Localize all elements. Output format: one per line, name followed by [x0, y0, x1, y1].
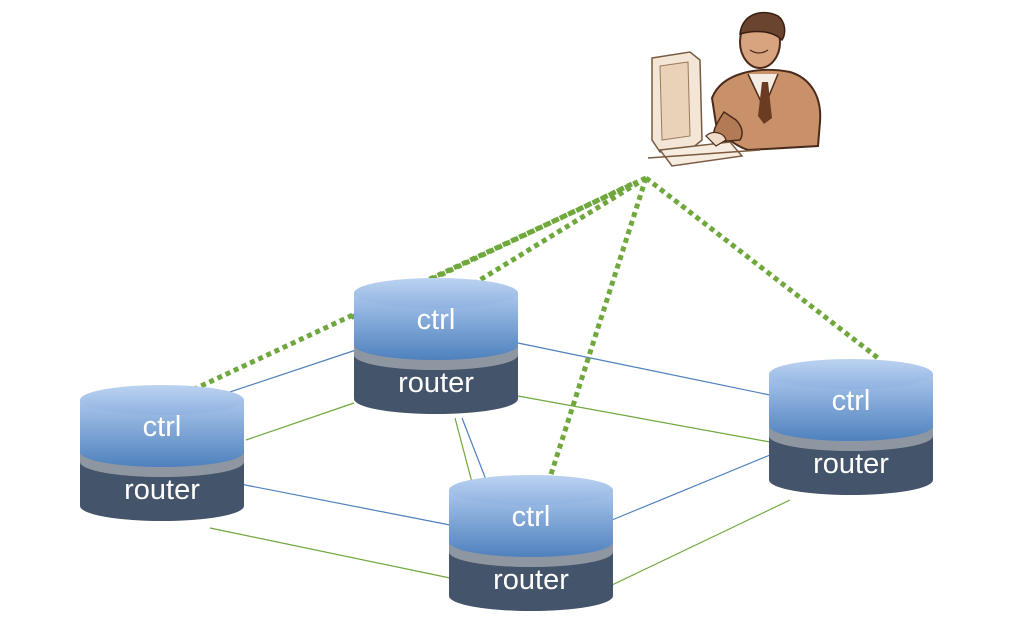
data-link-n1-n2	[245, 402, 355, 441]
router-label: router	[398, 367, 474, 399]
node-n3: ctrl router	[449, 475, 613, 611]
router-cylinder	[769, 436, 933, 495]
network-nodes: ctrl router ctrl router ctrl router ctrl router	[80, 278, 933, 611]
ctrl-cylinder-top	[769, 359, 933, 389]
ctrl-cylinder-top	[354, 278, 518, 308]
management-link-n3	[543, 177, 649, 491]
data-link-n1-n3	[209, 527, 451, 579]
ctrl-cylinder-top	[80, 385, 244, 415]
router-label: router	[813, 448, 889, 480]
control-link-n3-n4	[611, 454, 771, 521]
operator-at-workstation-icon	[647, 11, 822, 167]
data-link-n2-n3	[454, 417, 475, 491]
node-n1: ctrl router	[80, 385, 244, 521]
ctrl-label: ctrl	[832, 385, 871, 417]
node-n2: ctrl router	[354, 278, 518, 414]
router-label: router	[124, 474, 200, 506]
router-cylinder	[449, 552, 613, 611]
ctrl-cylinder-top	[449, 475, 613, 505]
node-n4: ctrl router	[769, 359, 933, 495]
management-link-n2	[460, 175, 648, 294]
management-link-n1-parallel	[348, 181, 634, 321]
ctrl-cylinder	[80, 400, 244, 467]
router-label: router	[493, 564, 569, 596]
data-link-n2-n4	[517, 395, 771, 443]
ctrl-label: ctrl	[417, 304, 456, 336]
router-cylinder	[354, 355, 518, 414]
ctrl-cylinder	[449, 490, 613, 557]
router-cylinder	[80, 462, 244, 521]
data-link-n3-n4	[611, 499, 791, 586]
control-link-n2-n4	[517, 342, 771, 396]
ctrl-label: ctrl	[512, 501, 551, 533]
ctrl-label: ctrl	[143, 411, 182, 443]
management-link-n4	[644, 176, 880, 360]
network-links	[199, 342, 791, 586]
ctrl-cylinder	[354, 293, 518, 360]
control-link-n1-n3	[229, 481, 451, 526]
ctrl-cylinder	[769, 374, 933, 441]
